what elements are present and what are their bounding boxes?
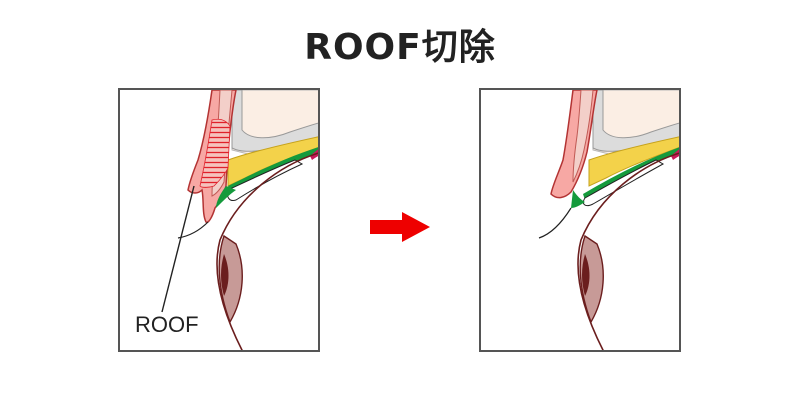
pupil bbox=[582, 254, 590, 296]
orbicularis-muscle bbox=[572, 90, 594, 183]
roof-label: ROOF bbox=[135, 312, 199, 337]
conjunctiva-green bbox=[571, 190, 585, 208]
after-eyelid-illustration bbox=[538, 90, 679, 350]
orbital-bone bbox=[592, 90, 679, 152]
eyelash bbox=[538, 207, 572, 239]
conjunctiva-green bbox=[216, 186, 236, 208]
orbital-bone bbox=[231, 90, 318, 152]
roof-pointer-line bbox=[161, 185, 195, 313]
page-title: ROOF切除 bbox=[304, 27, 496, 68]
roof-hatched-region bbox=[199, 118, 231, 188]
before-eyelid-illustration bbox=[161, 90, 318, 350]
right-arrow-icon bbox=[370, 212, 430, 242]
before-diagram-panel bbox=[118, 88, 320, 352]
orbital-fat-yellow bbox=[588, 136, 679, 187]
after-diagram-panel bbox=[479, 88, 681, 352]
pupil bbox=[221, 254, 229, 296]
lid-crease-gap bbox=[227, 159, 304, 201]
